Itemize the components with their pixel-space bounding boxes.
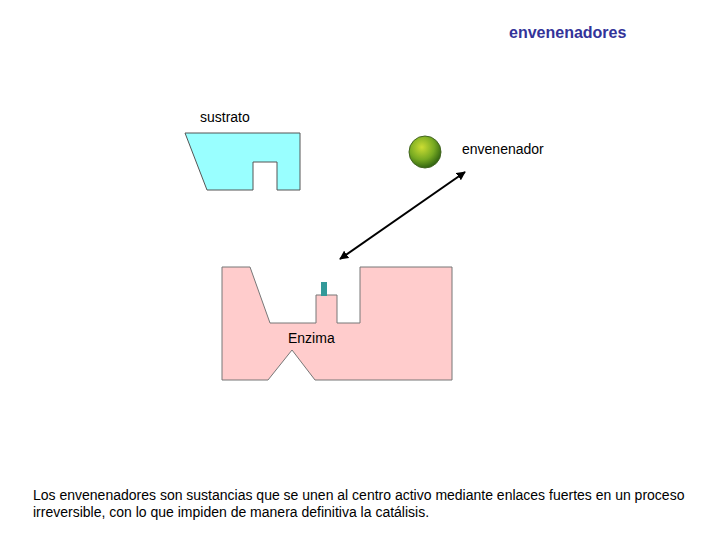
- substrate-shape: sustrato: [183, 105, 303, 193]
- poison-ball: envenenador: [407, 134, 559, 170]
- shape-label: envenenador: [462, 141, 544, 157]
- shape-label: Enzima: [288, 330, 335, 346]
- slide-caption: Los envenenadores son sustancias que se …: [33, 487, 688, 521]
- slide-title: envenenadores: [509, 24, 626, 42]
- connector-arrow: [340, 172, 465, 259]
- shape-label: sustrato: [200, 109, 250, 125]
- enzyme-shape: Enzima: [220, 265, 454, 382]
- shape-outline: [220, 265, 454, 382]
